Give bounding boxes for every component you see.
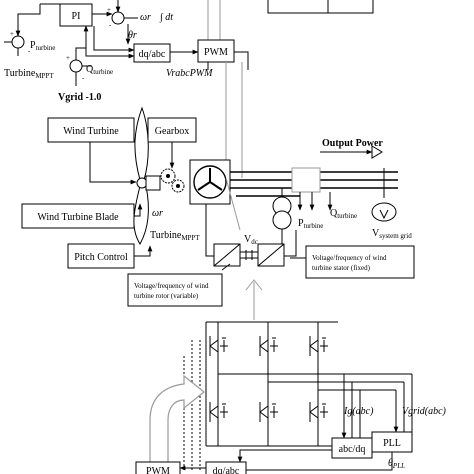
svg-text:PWM: PWM	[146, 466, 170, 474]
svg-text:+: +	[66, 54, 70, 62]
svg-text:Pitch Control: Pitch Control	[74, 252, 128, 263]
generator-icon	[189, 159, 231, 205]
turbine-rotor-icon	[133, 106, 161, 245]
omega-r-top: ωr	[140, 12, 151, 23]
wind-turbine-block: Wind Turbine	[47, 117, 135, 143]
svg-text:dq/abc: dq/abc	[213, 466, 240, 474]
pitch-control-block: Pitch Control	[67, 243, 135, 269]
igabc-label: Ig(abc)	[343, 406, 374, 417]
signal-flow-arrow	[149, 374, 205, 474]
bottom-dqabc-block: dq/abc	[205, 461, 247, 474]
pll-block: PLL	[371, 431, 413, 453]
integral-block: ∫ dt	[159, 12, 173, 23]
bottom-pwm-block: PWM	[135, 461, 181, 474]
svg-text:+: +	[107, 6, 111, 14]
svg-text:-: -	[109, 21, 112, 29]
v-system-label: Vsystem grid	[372, 228, 412, 240]
gearbox-icon	[160, 168, 185, 193]
svg-text:Gearbox: Gearbox	[155, 126, 189, 137]
q-turbine-mid: Qturbine	[330, 208, 357, 220]
abcdq-block: abc/dq	[331, 437, 373, 459]
svg-text:turbine rotor (variable): turbine rotor (variable)	[134, 292, 199, 300]
vdc-label: Vdc	[244, 234, 258, 246]
q-turbine-label: Qturbine	[86, 64, 113, 76]
pi-label: PI	[72, 11, 81, 22]
top-right-block	[267, 0, 374, 14]
stator-note: Voltage/frequency of wind turbine stator…	[305, 245, 415, 279]
turbine-mppt-label: TurbineMPPT	[4, 68, 54, 80]
pi-block: PI	[59, 3, 93, 27]
back-to-back-converter	[213, 243, 285, 267]
sum-junction-p: + -	[10, 30, 31, 55]
output-power-label: Output Power	[322, 138, 383, 149]
svg-text:dq/abc: dq/abc	[139, 49, 166, 60]
svg-text:-: -	[82, 74, 85, 82]
svg-text:-: -	[28, 47, 31, 55]
p-turbine-label: Pturbine	[30, 40, 55, 52]
vgrid-ref-label: Vgrid -1.0	[58, 92, 101, 103]
theta-pll-label: θPLL	[388, 458, 405, 470]
svg-text:abc/dq: abc/dq	[339, 444, 366, 455]
dqabc-block: dq/abc	[133, 43, 171, 63]
pwm-block-top: PWM	[197, 39, 235, 63]
transformer-icon	[272, 188, 292, 260]
svg-text:+: +	[10, 30, 14, 38]
gearbox-block: Gearbox	[147, 117, 197, 143]
svg-text:Wind Turbine Blade: Wind Turbine Blade	[37, 212, 119, 223]
turbine-mppt-mid: TurbineMPPT	[150, 230, 200, 242]
svg-text:PLL: PLL	[383, 438, 401, 449]
vgrid-abc-label: Vgrid(abc)	[402, 406, 447, 417]
omega-r-mid: ωr	[152, 208, 163, 219]
p-turbine-mid: Pturbine	[298, 218, 323, 230]
svg-text:Wind Turbine: Wind Turbine	[63, 126, 119, 137]
sum-junction-top: + -	[107, 6, 125, 29]
vabc-pwm-label: VrabcPWM	[166, 68, 213, 79]
svg-text:Voltage/frequency of wind: Voltage/frequency of wind	[312, 254, 387, 262]
rotor-note: Voltage/frequency of wind turbine rotor …	[127, 273, 223, 307]
svg-text:PWM: PWM	[204, 47, 228, 58]
svg-text:Voltage/frequency of wind: Voltage/frequency of wind	[134, 282, 209, 290]
grid-source-icon	[371, 168, 397, 222]
svg-text:turbine stator (fixed): turbine stator (fixed)	[312, 264, 371, 272]
theta-r-top: θr	[128, 30, 137, 41]
inverter-bridge	[205, 321, 412, 447]
wind-turbine-blade-block: Wind Turbine Blade	[21, 203, 135, 229]
